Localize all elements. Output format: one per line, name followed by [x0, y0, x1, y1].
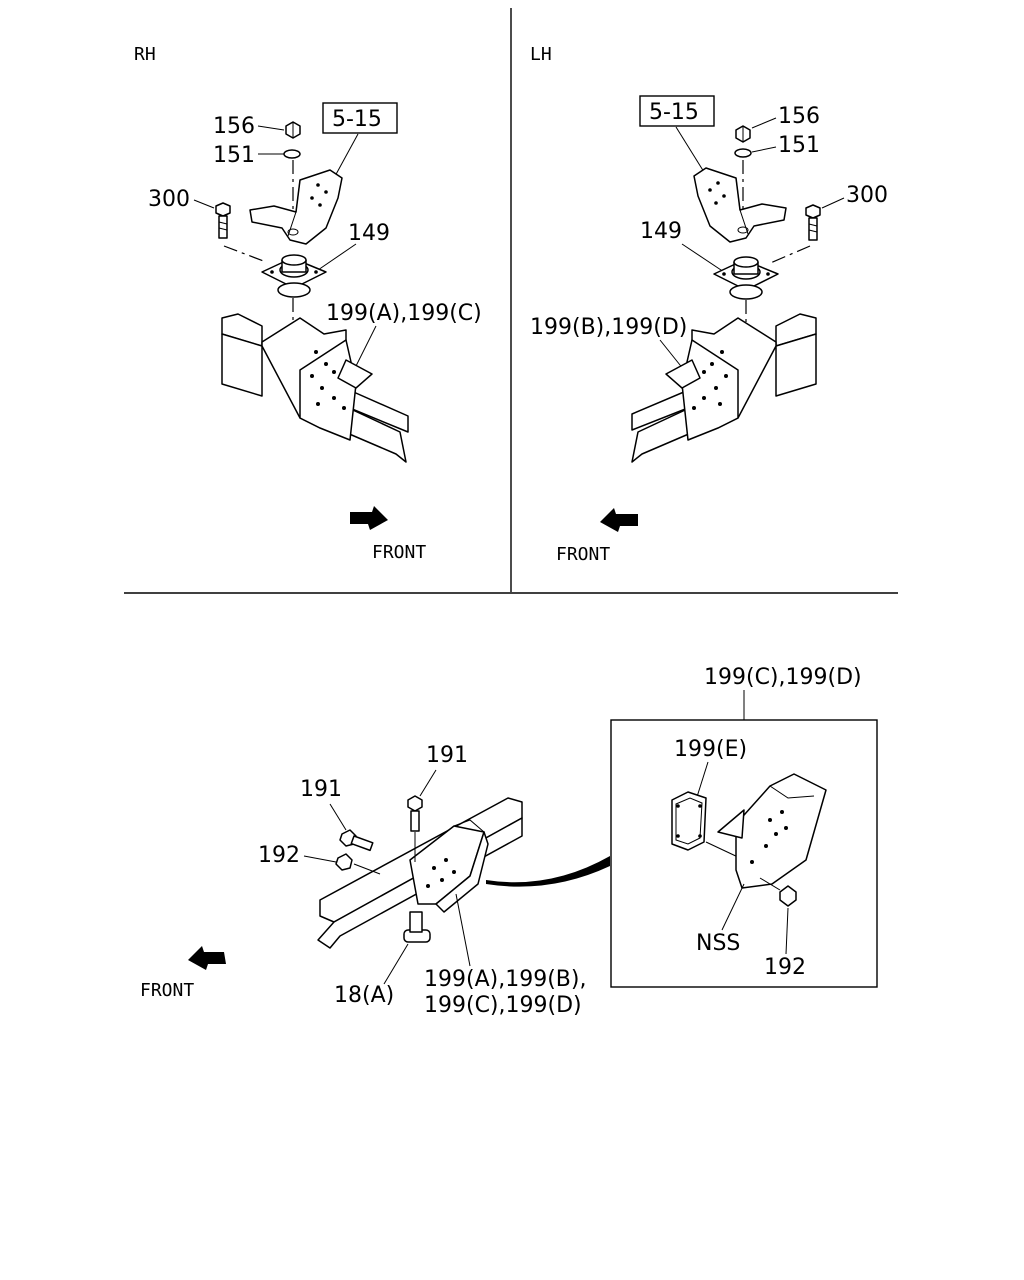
rh-bracket-label: 199(A),199(C) — [326, 301, 482, 326]
detail-nss-leader — [721, 883, 745, 931]
rh-bolt-leader — [193, 199, 215, 209]
rh-bolt-icon — [215, 202, 231, 239]
bottom-panel: 191 191 192 18(A) 199(A),199(B), — [140, 665, 878, 1018]
bottom-bracket-leader — [455, 893, 471, 967]
lh-upper-bracket — [693, 167, 787, 243]
rh-washer-icon — [283, 149, 301, 159]
rh-nut-icon — [285, 121, 301, 139]
rh-frame-rail — [221, 313, 409, 463]
detail-nut-label: 192 — [764, 955, 806, 980]
rh-engine-mount — [261, 254, 327, 298]
lh-bolt-leader — [821, 197, 845, 209]
bottom-nut-label: 192 — [258, 843, 300, 868]
rh-bolt-label: 300 — [148, 187, 190, 212]
detail-title: 199(C),199(D) — [704, 665, 862, 690]
lh-engine-mount — [713, 256, 779, 300]
detail-nut-leader — [785, 907, 789, 955]
lh-bolt-icon — [805, 204, 821, 241]
lh-frame-bracket — [665, 317, 777, 441]
bottom-nut-leader — [303, 855, 337, 863]
lh-ref-box-label: 5-15 — [649, 100, 699, 125]
rh-front-arrow-icon — [350, 506, 388, 530]
rh-side-label: RH — [134, 44, 156, 65]
bottom-bracket-label-line1: 199(A),199(B), — [424, 967, 586, 992]
rh-mount-leader — [317, 243, 357, 271]
bottom-bolt-top-label: 191 — [426, 743, 468, 768]
bottom-front-arrow-icon — [188, 946, 226, 970]
rh-washer-label: 151 — [213, 143, 255, 168]
rh-ref-leader — [333, 133, 359, 179]
bottom-bolt-top-leader — [419, 769, 437, 797]
detail-nss-label: NSS — [696, 931, 740, 956]
lh-bolt-label: 300 — [846, 183, 888, 208]
bottom-plate-label: 18(A) — [334, 983, 394, 1008]
rh-upper-bracket — [249, 169, 343, 245]
bottom-front-label: FRONT — [140, 980, 194, 1001]
bottom-bracket-label-line2: 199(C),199(D) — [424, 993, 582, 1018]
lh-bracket-leader — [659, 339, 685, 371]
lh-nut-label: 156 — [778, 104, 820, 129]
lh-washer-icon — [734, 148, 752, 158]
rh-nut-label: 156 — [213, 114, 255, 139]
detail-pointer-arrow — [486, 856, 610, 887]
rh-nut-leader — [257, 125, 285, 131]
lh-ref-leader — [675, 126, 705, 173]
bottom-bolt-top-icon — [407, 795, 423, 832]
rh-ref-box-label: 5-15 — [332, 107, 382, 132]
bottom-plate-icon — [403, 911, 431, 943]
detail-bracket — [717, 773, 827, 889]
detail-part-leader — [695, 761, 709, 801]
rh-frame-bracket — [261, 317, 373, 441]
rh-panel: RH 5-15 156 151 300 — [134, 44, 482, 563]
rh-front-label: FRONT — [372, 542, 426, 563]
bottom-bolt-side-icon — [339, 829, 374, 852]
lh-ref-box — [639, 95, 715, 127]
lh-nut-leader — [751, 117, 777, 129]
lh-side-label: LH — [530, 44, 552, 65]
rh-bracket-leader — [355, 325, 377, 367]
bottom-bolt-side-leader — [329, 803, 347, 831]
detail-part-icon — [671, 791, 707, 851]
lh-panel: LH 5-15 156 151 300 — [530, 44, 888, 565]
lh-front-arrow-icon — [600, 508, 638, 532]
lh-mount-label: 149 — [640, 219, 682, 244]
lh-frame-rail — [631, 313, 817, 463]
lh-mount-leader — [681, 243, 725, 273]
lh-front-label: FRONT — [556, 544, 610, 565]
detail-part-label: 199(E) — [674, 737, 747, 762]
rh-mount-label: 149 — [348, 221, 390, 246]
lh-bracket-label: 199(B),199(D) — [530, 315, 687, 340]
detail-nut-icon — [779, 885, 797, 907]
bottom-bracket — [409, 819, 489, 913]
rh-ref-box — [322, 102, 398, 134]
lh-nut-icon — [735, 125, 751, 143]
lh-washer-label: 151 — [778, 133, 820, 158]
lh-washer-leader — [751, 146, 777, 153]
bottom-plate-leader — [383, 943, 409, 985]
bottom-bolt-side-label: 191 — [300, 777, 342, 802]
detail-box — [610, 719, 878, 988]
bottom-nut-icon — [335, 853, 353, 871]
